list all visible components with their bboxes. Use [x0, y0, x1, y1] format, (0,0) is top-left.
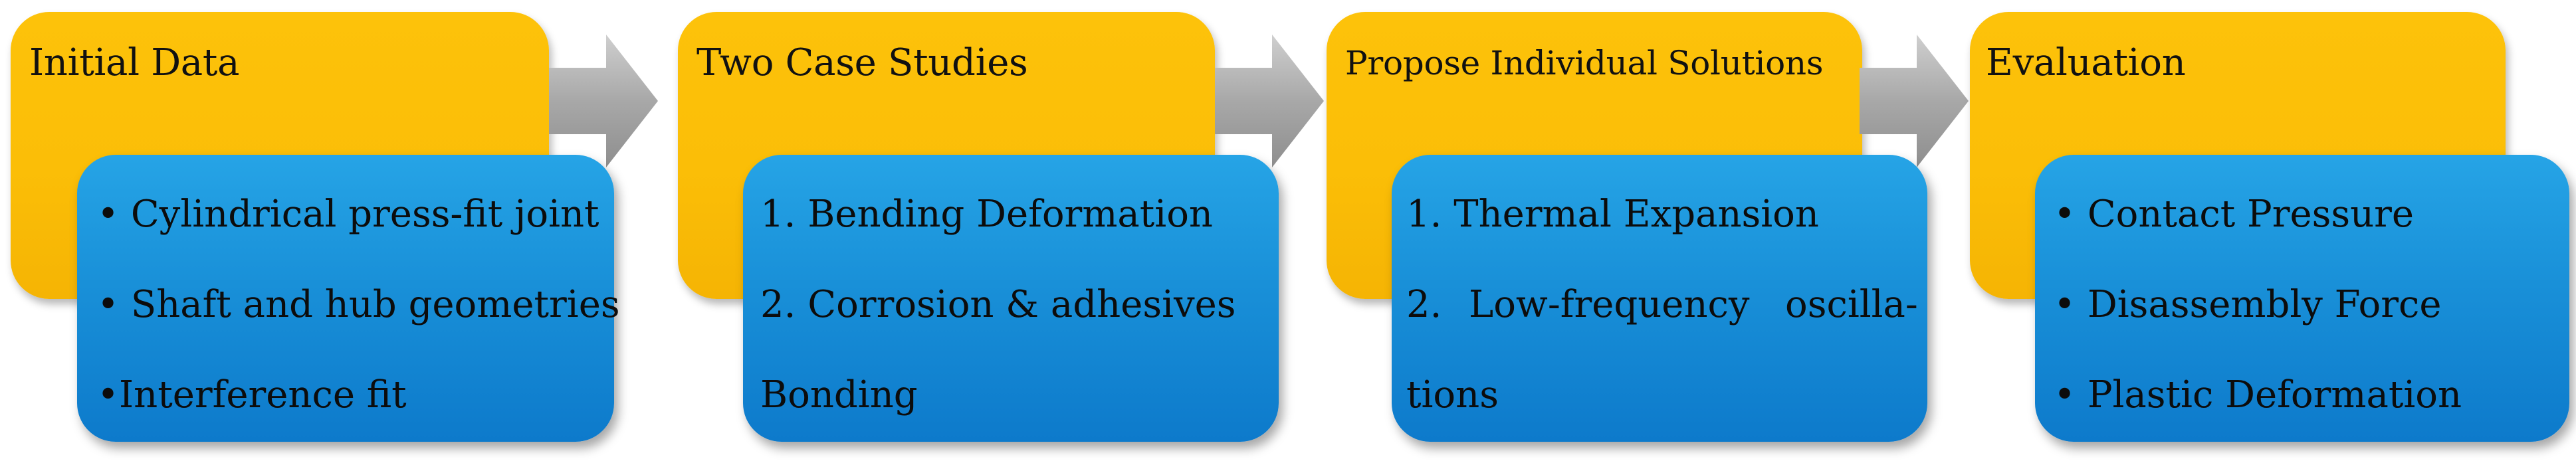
detail-box-two-case-studies	[743, 155, 1279, 442]
detail-item: • Shaft and hub geometries	[97, 283, 620, 326]
detail-item: Low-frequency	[1469, 283, 1750, 326]
detail-box-propose-solutions	[1392, 155, 1927, 442]
detail-box-evaluation	[2035, 155, 2569, 442]
detail-item: 1. Bending Deformation	[760, 193, 1213, 236]
detail-item: 2.	[1406, 283, 1442, 326]
right-arrow-icon	[1860, 35, 1969, 167]
detail-item: tions	[1406, 373, 1499, 417]
detail-item: • Cylindrical press-fit joint	[97, 193, 599, 236]
right-arrow-icon	[549, 35, 658, 167]
detail-item: Bonding	[760, 373, 918, 417]
detail-item: oscilla-	[1785, 283, 1918, 326]
right-arrow-icon	[1215, 35, 1324, 167]
detail-box-initial-data	[77, 155, 614, 442]
stage-title-initial-data: Initial Data	[29, 41, 240, 84]
stage-title-propose-solutions: Propose Individual Solutions	[1345, 44, 1824, 82]
stage-title-two-case-studies: Two Case Studies	[697, 41, 1028, 84]
stage-title-evaluation: Evaluation	[1986, 41, 2186, 84]
detail-item: 1. Thermal Expansion	[1406, 193, 1819, 236]
detail-item: • Disassembly Force	[2054, 283, 2442, 326]
detail-item: 2. Corrosion & adhesives	[760, 283, 1236, 326]
detail-item: • Contact Pressure	[2054, 193, 2415, 236]
detail-item: •Interference fit	[97, 373, 407, 417]
detail-item: • Plastic Deformation	[2054, 373, 2462, 417]
